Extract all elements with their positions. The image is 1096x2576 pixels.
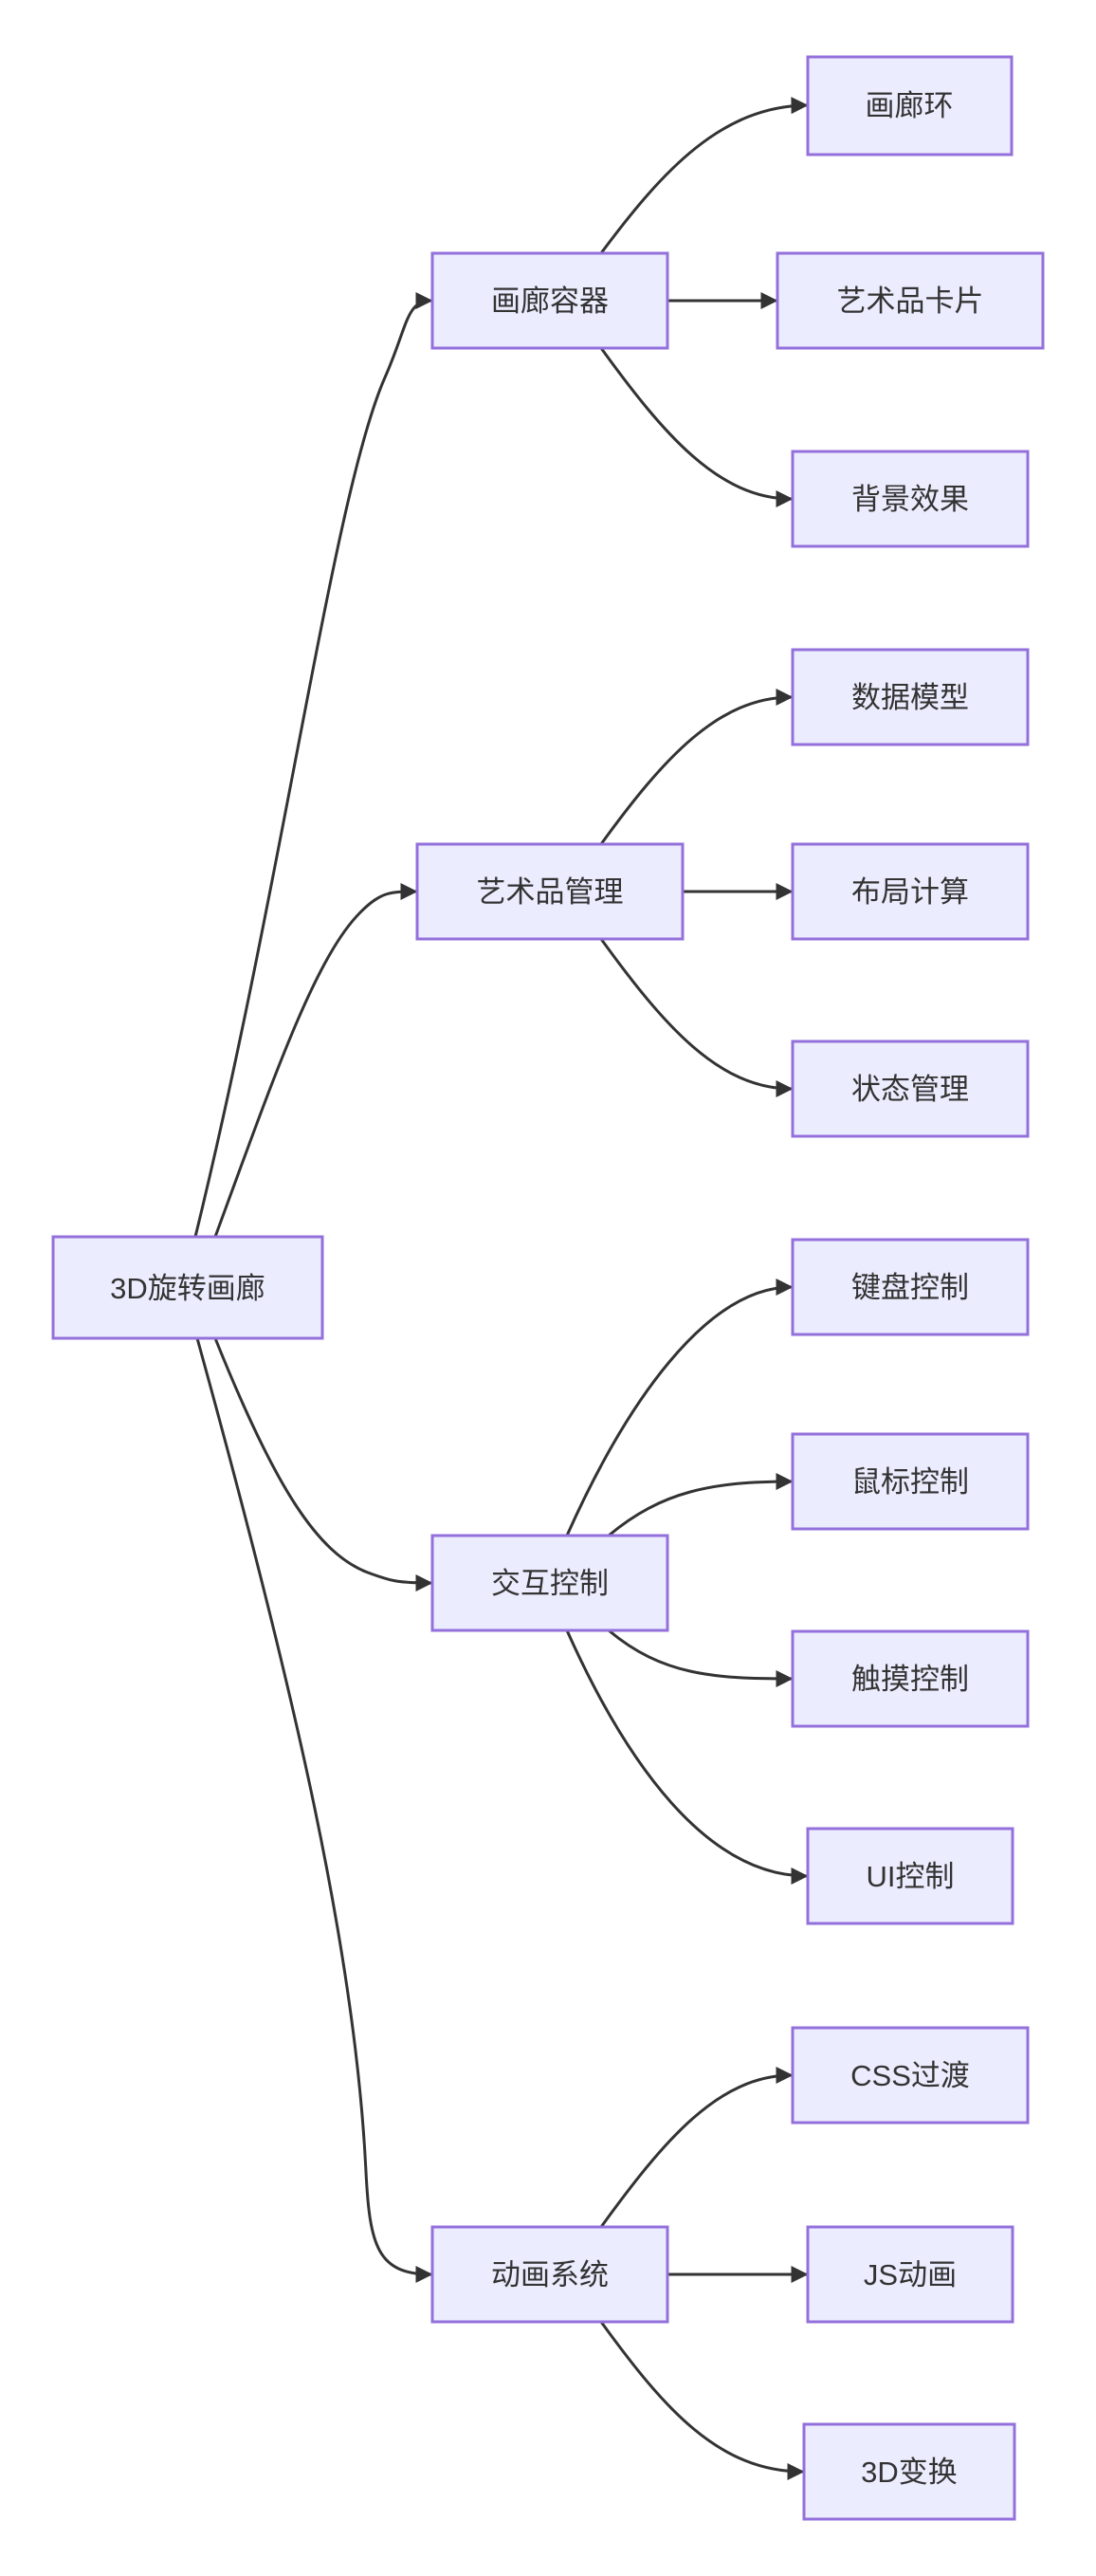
node-state-management-label: 状态管理: [851, 1073, 969, 1106]
node-root-box: [51, 1235, 324, 1340]
node-css-transition: CSS过渡: [791, 2026, 1030, 2125]
edge-root-to-interaction-control: [213, 1337, 433, 1592]
node-layer: 3D旋转画廊 画廊容器 画廊环 艺术品卡片 背景效果 艺术品管理 数据模型: [51, 55, 1045, 2521]
node-animation-system-label: 动画系统: [491, 2258, 609, 2291]
node-mouse-control: 鼠标控制: [791, 1432, 1030, 1531]
node-keyboard-control-box: [791, 1238, 1030, 1336]
edge-animation-system-to-3d-transform: [599, 2321, 805, 2480]
node-gallery-ring-label: 画廊环: [866, 89, 954, 122]
edge-layer: [193, 97, 809, 2480]
node-layout-calculation-label: 布局计算: [851, 875, 969, 909]
edge-artwork-management-to-data-model: [599, 689, 794, 845]
node-background-effect-label: 背景效果: [851, 483, 969, 516]
node-artwork-card: 艺术品卡片: [776, 251, 1045, 350]
node-interaction-control-label: 交互控制: [491, 1567, 609, 1600]
node-gallery-ring: 画廊环: [806, 55, 1014, 156]
node-state-management-box: [791, 1040, 1030, 1138]
edge-root-to-artwork-management: [213, 883, 418, 1238]
node-touch-control-label: 触摸控制: [851, 1663, 969, 1696]
node-keyboard-control-label: 键盘控制: [851, 1271, 969, 1304]
node-state-management: 状态管理: [791, 1040, 1030, 1138]
node-artwork-management: 艺术品管理: [415, 842, 685, 941]
node-gallery-container-label: 画廊容器: [491, 285, 609, 318]
node-gallery-container-box: [430, 251, 669, 350]
node-artwork-management-box: [415, 842, 685, 941]
node-gallery-container: 画廊容器: [430, 251, 669, 350]
node-animation-system-box: [430, 2225, 669, 2324]
edge-interaction-control-to-mouse-control: [608, 1473, 794, 1537]
node-gallery-ring-box: [806, 55, 1014, 156]
node-artwork-card-label: 艺术品卡片: [837, 285, 984, 318]
node-touch-control-box: [791, 1629, 1030, 1728]
edge-root-to-animation-system: [195, 1337, 433, 2283]
node-data-model-box: [791, 648, 1030, 746]
edge-gallery-container-to-background-effect: [599, 347, 794, 507]
node-ui-control-box: [806, 1827, 1014, 1925]
node-3d-transform-label: 3D变换: [861, 2456, 958, 2489]
node-3d-transform: 3D变换: [802, 2422, 1016, 2521]
node-artwork-card-box: [776, 251, 1045, 350]
node-background-effect: 背景效果: [791, 450, 1030, 548]
node-layout-calculation-box: [791, 842, 1030, 941]
edge-interaction-control-to-ui-control: [565, 1629, 809, 1885]
edge-artwork-management-to-state-management: [599, 938, 794, 1097]
edge-interaction-control-to-touch-control: [608, 1628, 794, 1687]
node-css-transition-label: CSS过渡: [850, 2059, 970, 2092]
node-ui-control: UI控制: [806, 1827, 1014, 1925]
node-interaction-control: 交互控制: [430, 1534, 669, 1632]
node-mouse-control-box: [791, 1432, 1030, 1531]
node-js-animation-label: JS动画: [864, 2258, 957, 2291]
node-interaction-control-box: [430, 1534, 669, 1632]
node-keyboard-control: 键盘控制: [791, 1238, 1030, 1336]
node-root-label: 3D旋转画廊: [110, 1272, 265, 1305]
node-js-animation: JS动画: [806, 2225, 1014, 2324]
node-css-transition-box: [791, 2026, 1030, 2125]
node-root: 3D旋转画廊: [51, 1235, 324, 1340]
node-data-model-label: 数据模型: [851, 681, 969, 714]
node-data-model: 数据模型: [791, 648, 1030, 746]
node-mouse-control-label: 鼠标控制: [851, 1465, 969, 1499]
node-animation-system: 动画系统: [430, 2225, 669, 2324]
node-3d-transform-box: [802, 2422, 1016, 2521]
edge-interaction-control-to-keyboard-control: [565, 1279, 794, 1536]
node-background-effect-box: [791, 450, 1030, 548]
edge-gallery-container-to-gallery-ring: [599, 97, 809, 254]
node-artwork-management-label: 艺术品管理: [477, 875, 624, 909]
edge-root-to-gallery-container: [193, 292, 433, 1238]
edge-animation-system-to-css-transition: [599, 2067, 794, 2228]
node-js-animation-box: [806, 2225, 1014, 2324]
node-layout-calculation: 布局计算: [791, 842, 1030, 941]
node-touch-control: 触摸控制: [791, 1629, 1030, 1728]
node-ui-control-label: UI控制: [867, 1860, 955, 1893]
